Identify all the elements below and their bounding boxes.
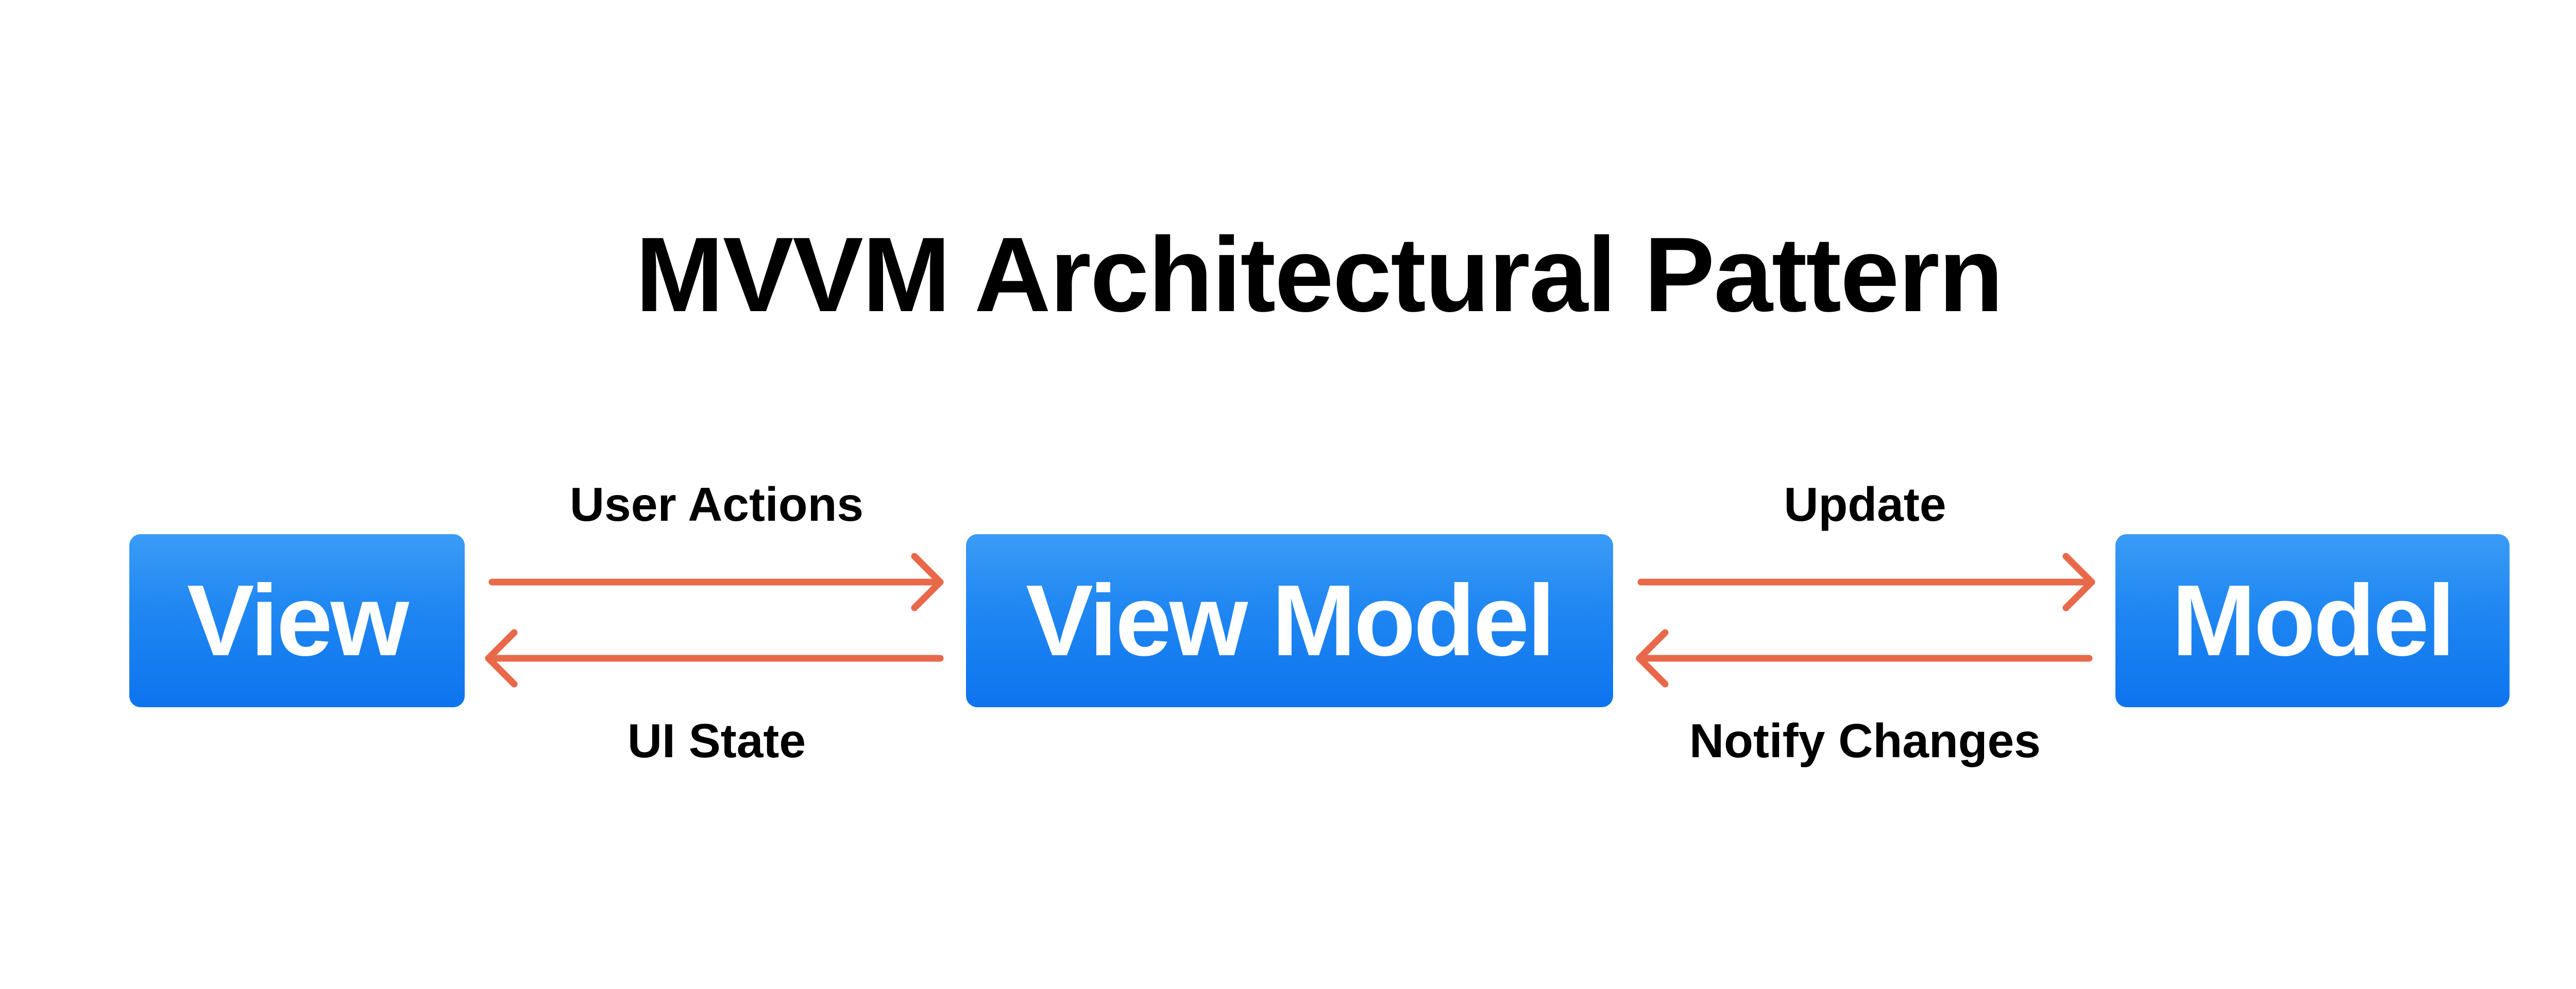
view-node-label: View (187, 564, 409, 677)
update-arrow (1637, 553, 2095, 611)
model-node: Model (2115, 534, 2510, 707)
notify-changes-label: Notify Changes (1689, 714, 2041, 768)
ui-state-label: UI State (627, 714, 806, 768)
view-node: View (129, 534, 465, 707)
view-model-node: View Model (966, 534, 1613, 707)
notify-changes-arrow (1636, 629, 2093, 688)
diagram-title: MVVM Architectural Pattern (635, 215, 2003, 334)
user-actions-label: User Actions (569, 478, 864, 531)
update-label: Update (1784, 478, 1946, 531)
user-actions-arrow (488, 553, 944, 611)
view-model-node-label: View Model (1026, 564, 1555, 677)
ui-state-arrow (485, 629, 944, 688)
model-node-label: Model (2172, 564, 2455, 677)
